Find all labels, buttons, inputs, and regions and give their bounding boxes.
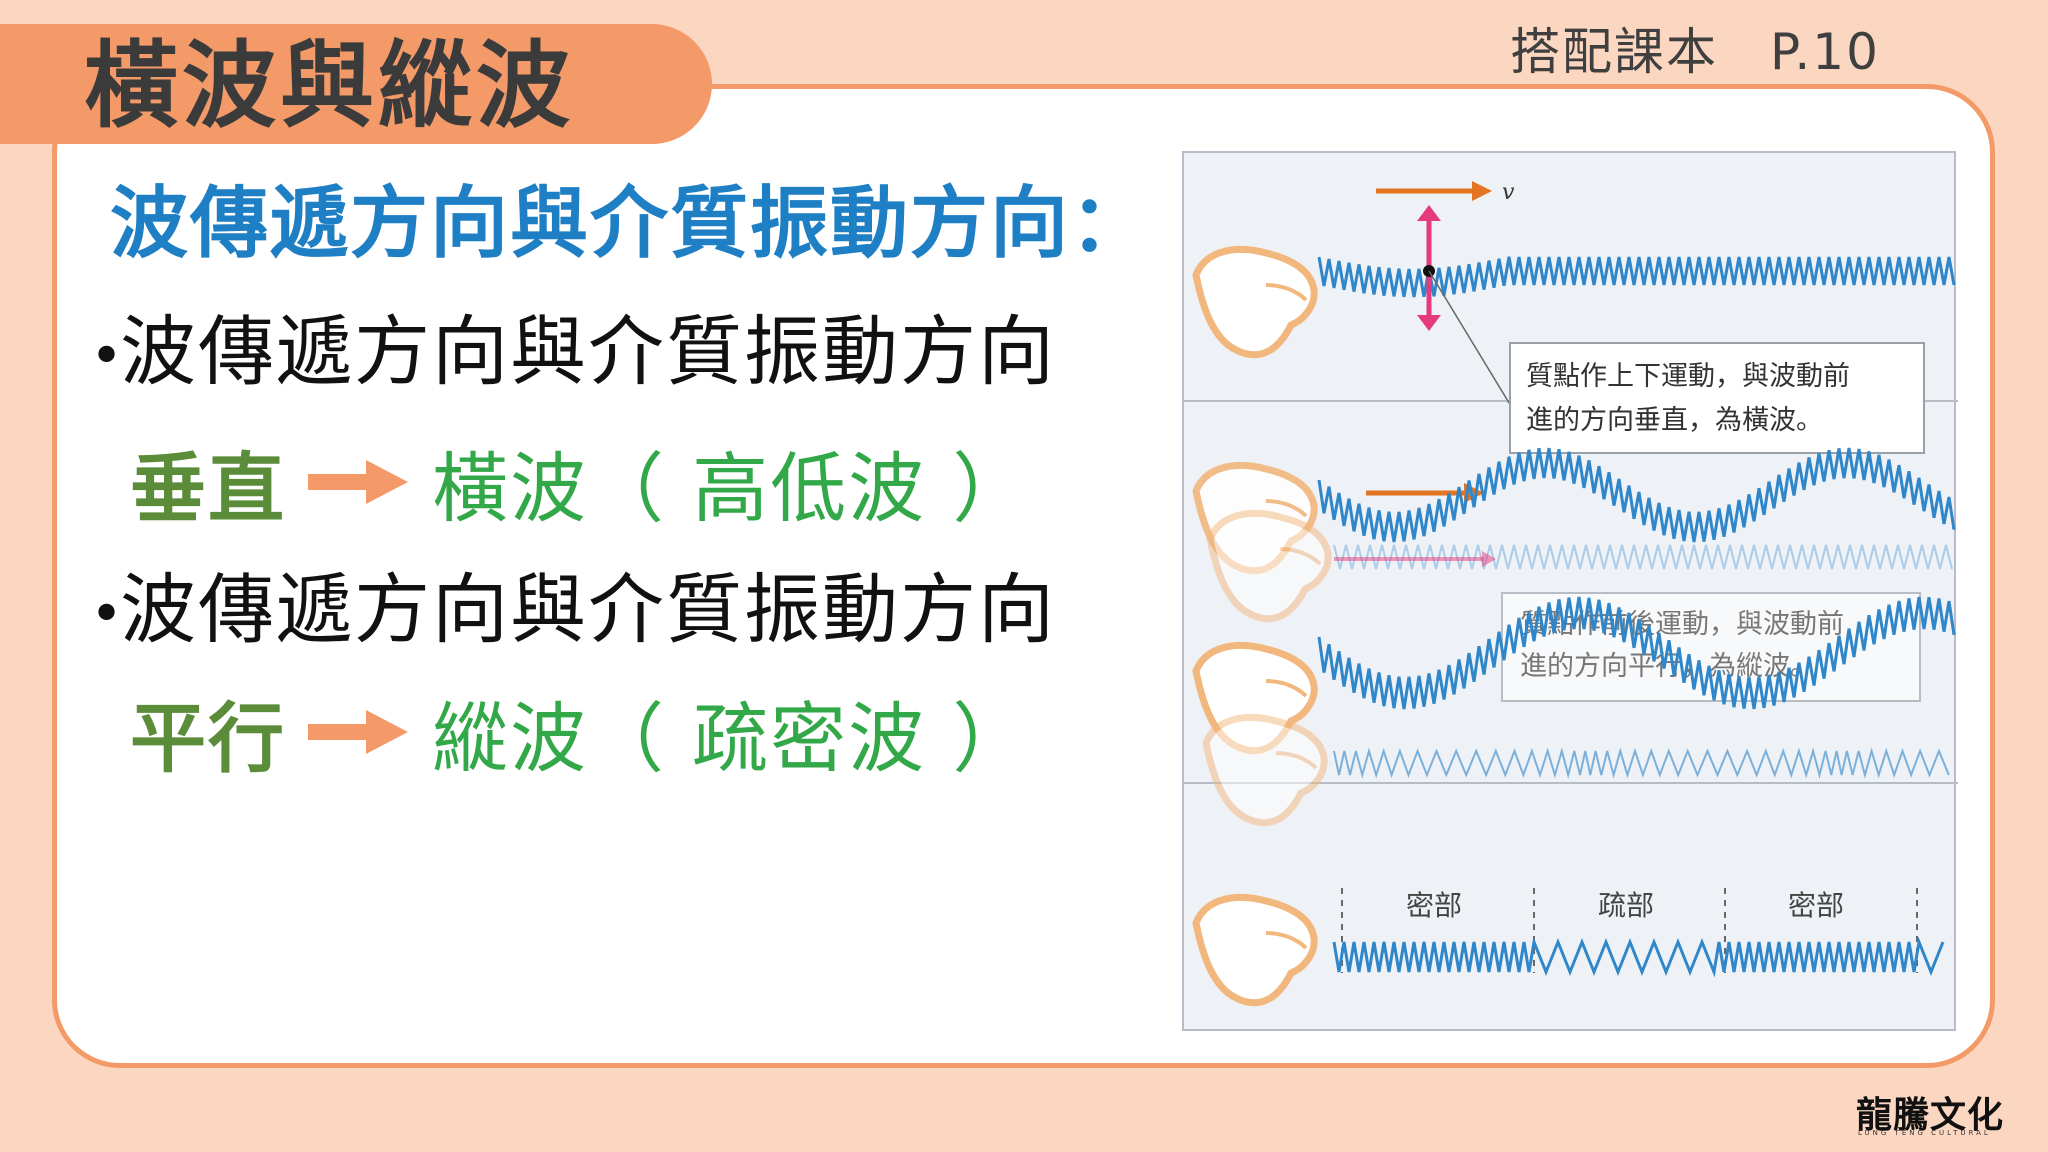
bullet-item-transverse: •波傳遞方向與介質振動方向 [90,306,1056,403]
bullet-dot-icon: • [90,324,126,389]
compression-label: 密部 [1406,889,1462,922]
wave-spring [1317,596,1956,710]
callout-line: 質點作前後運動，與波動前 [1520,609,1844,640]
bullet-item-longitudinal: •波傳遞方向與介質振動方向 [90,564,1056,661]
callout-leader [1428,270,1515,412]
title-tab [0,24,712,144]
compression-label: 密部 [1788,889,1844,922]
bullet-dot-icon: • [90,582,126,647]
velocity-arrow-head-icon [1472,181,1492,201]
rarefaction-label: 疏部 [1598,889,1654,922]
publisher-logo-subtitle: LUNG TENG CULTURAL [1858,1129,1991,1137]
moving-spring [1317,447,1956,543]
callout-line: 質點作上下運動，與波動前 [1526,361,1850,392]
bullet-text: 波傳遞方向與介質振動方向 [120,307,1056,396]
wave-type-label: 縱波（ 疏密波 ） [432,694,1031,783]
transverse-spring [1317,256,1956,298]
textbook-page-reference: 搭配課本 P.10 [1510,23,1880,81]
bullet-text: 波傳遞方向與介質振動方向 [120,565,1056,654]
callout-box-transverse [1509,342,1925,454]
arrow-head-icon [1482,551,1496,567]
callout-line: 進的方向垂直，為橫波。 [1526,405,1823,436]
result-row-transverse: 垂直 橫波（ 高低波 ） [130,432,1030,533]
wave-type-label: 橫波（ 高低波 ） [432,444,1031,533]
up-arrow-icon [1417,205,1441,221]
publisher-logo: 龍騰文化 [1856,1095,2005,1136]
flat-spring [1333,747,1950,779]
velocity-label: v [1502,180,1515,205]
compression-spring [1332,936,1945,978]
hand-icon [1196,897,1314,1002]
section-heading: 波傳遞方向與介質振動方向： [110,179,1151,269]
wave-illustration: v 質點作上下運動，與波動前 進的方向垂直，為橫波。 質點作前後運動，與波動前 … [1182,151,1958,1033]
hand-icon [1196,249,1314,354]
wave-diagram-svg: v 質點作上下運動，與波動前 進的方向垂直，為橫波。 質點作前後運動，與波動前 … [1184,180,1958,1033]
ghost-spring [1333,544,1953,570]
relation-label: 垂直 [130,444,286,533]
result-row-longitudinal: 平行 縱波（ 疏密波 ） [130,682,1030,783]
right-arrow-icon [308,460,408,504]
page-title: 橫波與縱波 [84,32,575,141]
callout-line: 進的方向平行，為縱波。 [1520,651,1817,682]
relation-label: 平行 [130,694,286,783]
hand-icon [1210,513,1328,618]
right-arrow-icon [308,710,408,754]
down-arrow-icon [1417,315,1441,331]
hand-icon [1206,717,1324,822]
